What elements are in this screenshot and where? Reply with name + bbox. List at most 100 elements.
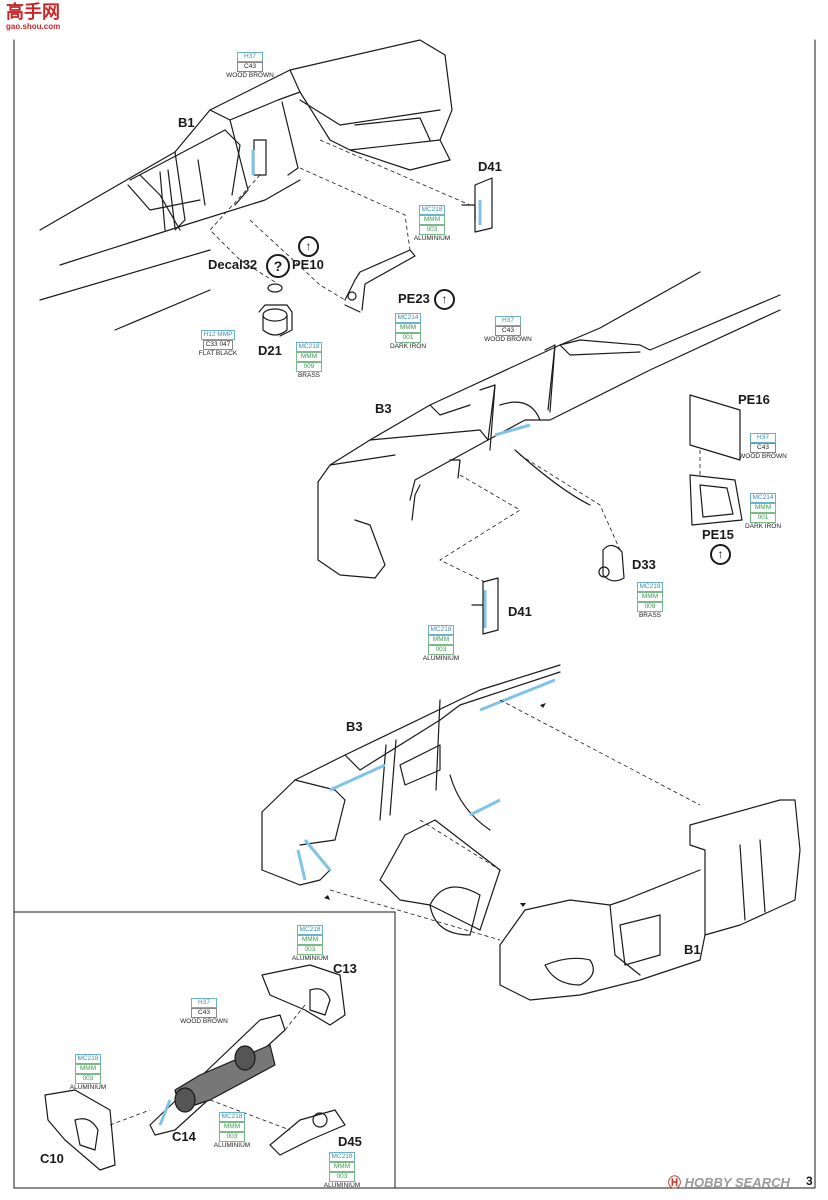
paint-code: 003 [75,1074,101,1084]
arrowheads [324,703,546,907]
paint-code: 003 [329,1172,355,1182]
label-b3-mid: B3 [375,401,392,416]
paint-code: MC218 [329,1152,355,1162]
label-d21: D21 [258,343,282,358]
part-d45 [269,1109,346,1156]
label-d41-top: D41 [478,159,502,174]
paint-code: 003 [428,645,454,655]
paint-code: MMM [219,1122,245,1132]
fuselage-lower [261,664,801,1001]
paint-code: 001 [750,513,776,523]
paint-code: MMM [75,1064,101,1074]
paint-code: MMM [297,935,323,945]
label-pe15: PE15 [702,527,734,542]
paint-callout-wood-brown-4: H37 C43 WOOD BROWN [178,998,230,1026]
paint-code: MC219 [296,342,322,352]
label-c14: C14 [172,1129,196,1144]
paint-name: ALUMINIUM [323,1182,361,1189]
paint-name: DARK IRON [744,523,782,530]
question-icon: ? [266,254,290,278]
paint-name: FLAT BLACK [198,350,238,357]
paint-callout-wood-brown-3: H37 C43 WOOD BROWN [737,433,789,461]
paint-name: ALUMINIUM [413,235,451,242]
paint-callout-aluminium-5: MC218 MMM 003 ALUMINIUM [206,1112,258,1150]
page-border [13,39,816,1189]
label-b1-low: B1 [684,942,701,957]
paint-code: MC218 [219,1112,245,1122]
paint-code: MMM [419,215,445,225]
paint-callout-brass-2: MC219 MMM 009 BRASS [624,582,676,620]
label-d45: D45 [338,1134,362,1149]
paint-code: MMM [750,503,776,513]
inset-border [13,911,396,1189]
label-pe16: PE16 [738,392,770,407]
paint-callout-wood-brown-2: H37 C43 WOOD BROWN [482,316,534,344]
label-pe23: PE23 [398,291,430,306]
paint-name: WOOD BROWN [739,453,787,460]
paint-name: WOOD BROWN [226,72,274,79]
label-b1-top: B1 [178,115,195,130]
paint-callout-aluminium-6: MC218 MMM 003 ALUMINIUM [316,1152,368,1190]
paint-name: ALUMINIUM [69,1084,107,1091]
paint-code: MC219 [637,582,663,592]
paint-name: WOOD BROWN [180,1018,228,1025]
watermark-text-bottom: HOBBY SEARCH [684,1175,790,1190]
paint-code-mmp: MMP [217,331,233,338]
part-d41-mid [471,577,499,635]
paint-code: MC218 [419,205,445,215]
paint-callout-aluminium-3: MC218 MMM 003 ALUMINIUM [284,925,336,963]
paint-name: ALUMINIUM [291,955,329,962]
watermark-logo-top: 高手网 gao.shou.com [6,2,60,31]
locator-lines [109,139,701,1131]
paint-code: 009 [637,602,663,612]
fuselage-b3-mid [317,271,781,579]
paint-name: BRASS [638,612,662,619]
paint-code: H12 MMP [200,330,236,340]
part-pe16-pe15 [689,394,743,526]
paint-code: C43 [191,1008,217,1018]
paint-code: H37 [750,433,776,443]
paint-code: MMM [329,1162,355,1172]
paint-callout-dark-iron-2: MC214 MMM 001 DARK IRON [737,493,789,531]
part-d21 [258,283,293,337]
page-number: 3 [806,1174,813,1188]
bend-arrow-icon-pe23: ↑ [434,289,455,310]
paint-callout-wood-brown-1: H37 C43 WOOD BROWN [224,52,276,80]
paint-code: MC214 [395,313,421,323]
paint-code: 003 [419,225,445,235]
paint-code: MMM [395,323,421,333]
label-b3-low: B3 [346,719,363,734]
paint-code: MMM [428,635,454,645]
seat-parts-lower [379,819,501,936]
part-c13 [261,964,346,1026]
part-c10 [44,1089,116,1171]
paint-callout-dark-iron-1: MC214 MMM 001 DARK IRON [382,313,434,351]
paint-callout-flat-black: H12 MMP C33 047 FLAT BLACK [192,330,244,358]
paint-code: MC218 [297,925,323,935]
label-c10: C10 [40,1151,64,1166]
label-decal32: Decal32 [208,257,258,272]
fuselage-b1-top [39,39,453,331]
part-d41-top [461,177,493,233]
accent-strips [158,150,556,1126]
paint-code-h: H12 [203,331,216,338]
paint-code: MC214 [750,493,776,503]
watermark-text-top: 高手网 [6,2,60,22]
label-d33: D33 [632,557,656,572]
paint-code: H37 [495,316,521,326]
watermark-logo-bottom: Ⓗ HOBBY SEARCH [668,1172,790,1191]
paint-code: MC218 [75,1054,101,1064]
part-d33 [598,544,625,582]
paint-name: ALUMINIUM [213,1142,251,1149]
paint-code: 009 [296,362,322,372]
paint-code: 001 [395,333,421,343]
watermark-h-icon: Ⓗ [668,1175,682,1190]
paint-code: C33 047 [202,340,234,350]
paint-callout-brass-1: MC219 MMM 009 BRASS [283,342,335,380]
label-pe10: PE10 [292,257,324,272]
paint-name: BRASS [297,372,321,379]
label-d41-mid: D41 [508,604,532,619]
paint-name: WOOD BROWN [484,336,532,343]
